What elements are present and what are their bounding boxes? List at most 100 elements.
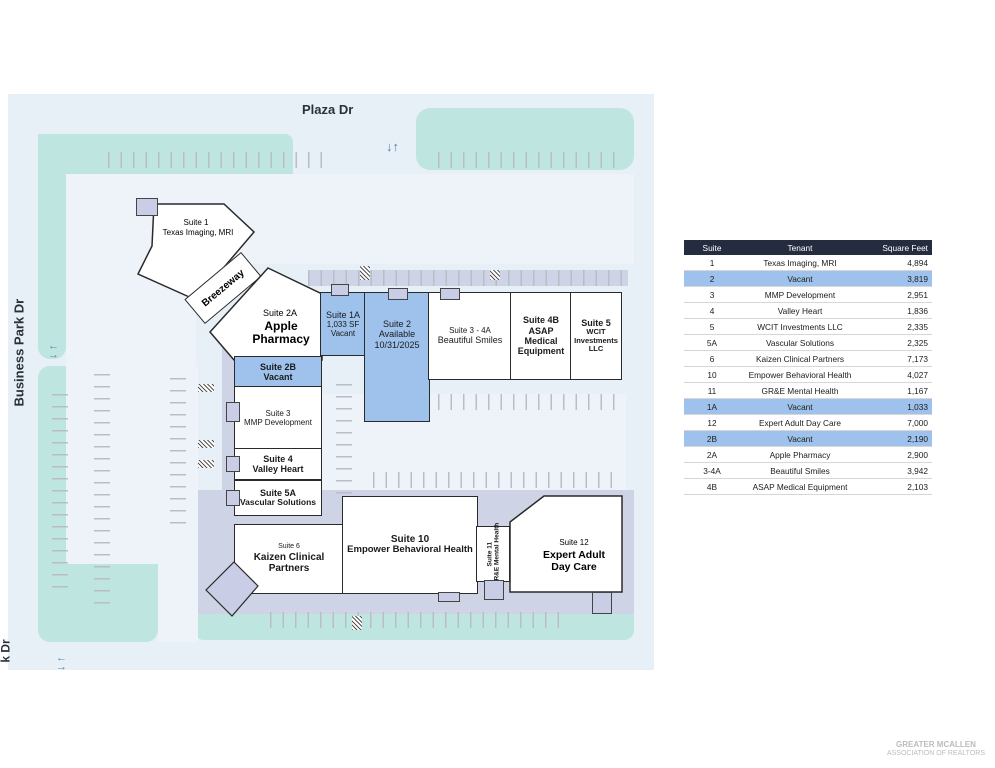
cell-suite: 2A [684, 446, 740, 463]
cell-suite: 3-4A [684, 462, 740, 479]
cell-tenant: MMP Development [740, 286, 860, 303]
parking-stalls-bottom [270, 612, 566, 628]
cell-sf: 1,033 [860, 398, 932, 415]
suite-1a-tenant: Vacant [330, 329, 356, 339]
suite-1a: Suite 1A 1,033 SF Vacant [320, 292, 366, 356]
parking-stalls-rear [308, 270, 626, 286]
suite-5-tenant-1: WCIT [586, 327, 606, 337]
watermark-logo: GREATER MCALLEN ASSOCIATION OF REALTORS [887, 740, 985, 758]
suite-4-tenant: Valley Heart [252, 464, 304, 474]
parking-stalls-far-left [52, 394, 68, 594]
suite-3-4a-notch [440, 288, 460, 300]
suite-4-label: Suite 4 [263, 453, 293, 464]
suite-4-notch [226, 456, 240, 472]
street-partial-label: k Dr [0, 639, 13, 663]
watermark-line-2: ASSOCIATION OF REALTORS [886, 749, 985, 757]
suite-2a-label: Suite 2A [262, 308, 298, 318]
cell-sf: 2,335 [860, 318, 932, 335]
cell-sf: 7,000 [860, 414, 932, 431]
suite-11-label: Suite 11 [485, 541, 493, 567]
suite-5-label: Suite 5 [581, 317, 611, 328]
suite-2a-tenant: Apple Pharmacy [252, 319, 310, 347]
cell-suite: 1A [684, 398, 740, 415]
suite-6-tenant-1: Kaizen Clinical [253, 551, 325, 563]
suite-5a-tenant: Vascular Solutions [239, 497, 317, 508]
suite-11-notch [484, 580, 504, 600]
suite-12-tenant-2: Day Care [551, 561, 597, 573]
parking-stalls-inner [170, 378, 186, 528]
suite-3-4a-tenant: Beautiful Smiles [437, 335, 503, 346]
suite-1a-size: 1,033 SF [326, 319, 360, 329]
cell-sf: 7,173 [860, 350, 932, 367]
suite-10-tenant: Empower Behavioral Health [347, 544, 473, 556]
hatch-area [198, 384, 214, 392]
suite-1a-notch [331, 284, 349, 296]
parking-stalls-mid [438, 394, 624, 410]
cell-sf: 2,103 [860, 478, 932, 495]
cell-sf: 3,819 [860, 270, 932, 287]
cell-suite: 3 [684, 286, 740, 303]
cell-sf: 1,167 [860, 382, 932, 399]
suite-5-tenant-3: LLC [588, 344, 604, 354]
suite-6-label: Suite 6 [278, 543, 300, 551]
traffic-arrow-icon: ↓↑ [386, 139, 399, 154]
suite-2-status: Available [378, 329, 416, 340]
street-business-park-dr: Business Park Dr [11, 298, 27, 407]
cell-tenant: Vacant [740, 398, 860, 415]
cell-sf: 2,325 [860, 334, 932, 351]
cell-tenant: Valley Heart [740, 302, 860, 319]
parking-stalls-top-left [108, 152, 333, 168]
cell-sf: 4,894 [860, 255, 932, 271]
traffic-arrow-icon: ←→ [48, 340, 59, 361]
cell-suite: 1 [684, 255, 740, 271]
suite-11: Suite 11 GR&E Mental Health [476, 523, 510, 585]
header-square-feet: Square Feet [860, 240, 932, 255]
suite-2b-label: Suite 2B [259, 361, 296, 372]
suite-3-4a: Suite 3 - 4A Beautiful Smiles [428, 292, 512, 380]
cell-suite: 4B [684, 478, 740, 495]
header-suite: Suite [684, 240, 740, 255]
suite-2b: Suite 2B Vacant [234, 356, 322, 388]
suite-3: Suite 3 MMP Development [234, 386, 322, 450]
cell-suite: 2B [684, 430, 740, 447]
cell-tenant: Apple Pharmacy [740, 446, 860, 463]
cell-sf: 2,951 [860, 286, 932, 303]
walkway-west [222, 344, 234, 534]
suite-1a-label: Suite 1A [325, 309, 361, 320]
cell-tenant: WCIT Investments LLC [740, 318, 860, 335]
suite-12-notch [592, 592, 612, 614]
cell-tenant: ASAP Medical Equipment [740, 478, 860, 495]
suite-1-tenant: Texas Imaging, MRI [162, 228, 234, 237]
cell-tenant: Beautiful Smiles [740, 462, 860, 479]
suite-12-shape [509, 495, 623, 593]
parking-stalls-left [94, 374, 110, 614]
tenant-table-header: Suite Tenant Square Feet [684, 240, 932, 255]
landscape-left-strip [38, 134, 66, 359]
hatch-area [198, 440, 214, 448]
cell-suite: 6 [684, 350, 740, 367]
suite-2-date: 10/31/2025 [374, 339, 420, 350]
cell-suite: 10 [684, 366, 740, 383]
cell-suite: 5 [684, 318, 740, 335]
suite-6-corner-shape [205, 561, 259, 617]
cell-tenant: Empower Behavioral Health [740, 366, 860, 383]
suite-3-label: Suite 3 [265, 408, 291, 418]
parking-stalls-courtyard [336, 384, 352, 494]
cell-sf: 2,900 [860, 446, 932, 463]
